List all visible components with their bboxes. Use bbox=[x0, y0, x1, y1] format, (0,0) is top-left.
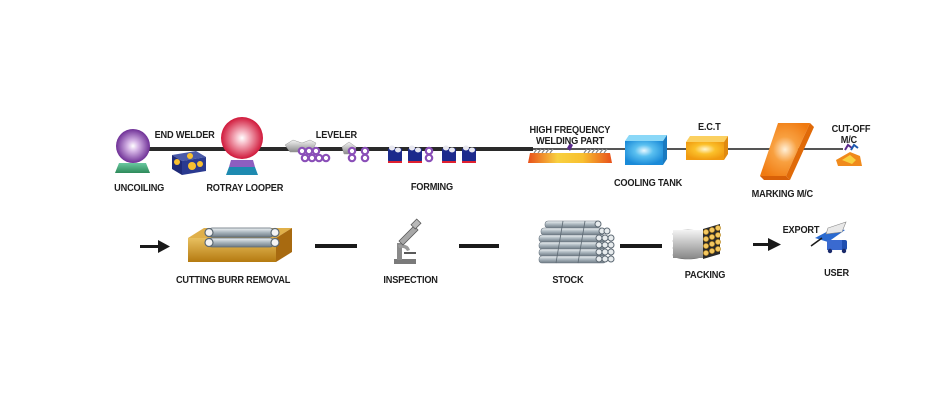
label-uncoiling: UNCOILING bbox=[114, 183, 165, 194]
connector-line bbox=[315, 244, 357, 248]
label-ect: E.C.T bbox=[697, 122, 721, 133]
export-plane-icon bbox=[810, 221, 847, 247]
arrow-into-burr-removal bbox=[140, 240, 170, 253]
label-export: EXPORT bbox=[782, 225, 820, 236]
label-packing: PACKING bbox=[684, 270, 726, 281]
label-forming: FORMING bbox=[410, 182, 453, 193]
hf-welding-icon bbox=[528, 143, 612, 163]
inspection-microscope-icon bbox=[394, 218, 422, 264]
leveler-icon bbox=[284, 139, 434, 163]
label-marking: MARKING M/C bbox=[751, 189, 814, 200]
rotray-looper-icon bbox=[221, 117, 263, 175]
label-leveler: LEVELER bbox=[315, 130, 357, 141]
uncoiling-machine-icon bbox=[115, 129, 150, 173]
label-cut-off-line1: CUT-OFF bbox=[831, 124, 871, 135]
packing-bundle-icon bbox=[672, 224, 721, 260]
label-cutting-burr-removal: CUTTING BURR REMOVAL bbox=[175, 275, 291, 286]
stock-pipes-icon bbox=[538, 220, 615, 264]
label-stock: STOCK bbox=[552, 275, 584, 286]
cut-off-machine-icon bbox=[836, 143, 862, 166]
label-inspection: INSPECTION bbox=[383, 275, 438, 286]
end-welder-icon bbox=[172, 151, 206, 175]
cutting-burr-removal-icon bbox=[188, 227, 292, 262]
connector-line bbox=[459, 244, 499, 248]
label-cooling-tank: COOLING TANK bbox=[613, 178, 683, 189]
label-hf-welding-line2: WELDING PART bbox=[535, 136, 605, 147]
label-user: USER bbox=[824, 268, 849, 279]
forming-rolls-icon bbox=[388, 145, 476, 163]
cooling-tank-icon bbox=[625, 135, 667, 165]
label-hf-welding-line1: HIGH FREQUENCY bbox=[529, 125, 611, 136]
ect-icon bbox=[686, 136, 728, 160]
label-end-welder: END WELDER bbox=[154, 130, 215, 141]
connector-line bbox=[620, 244, 662, 248]
label-cut-off-line2: M/C bbox=[840, 135, 858, 146]
user-truck-icon bbox=[827, 240, 847, 254]
marking-machine-icon bbox=[760, 123, 814, 180]
label-rotray-looper: ROTRAY LOOPER bbox=[206, 183, 284, 194]
arrow-to-export bbox=[753, 238, 781, 251]
